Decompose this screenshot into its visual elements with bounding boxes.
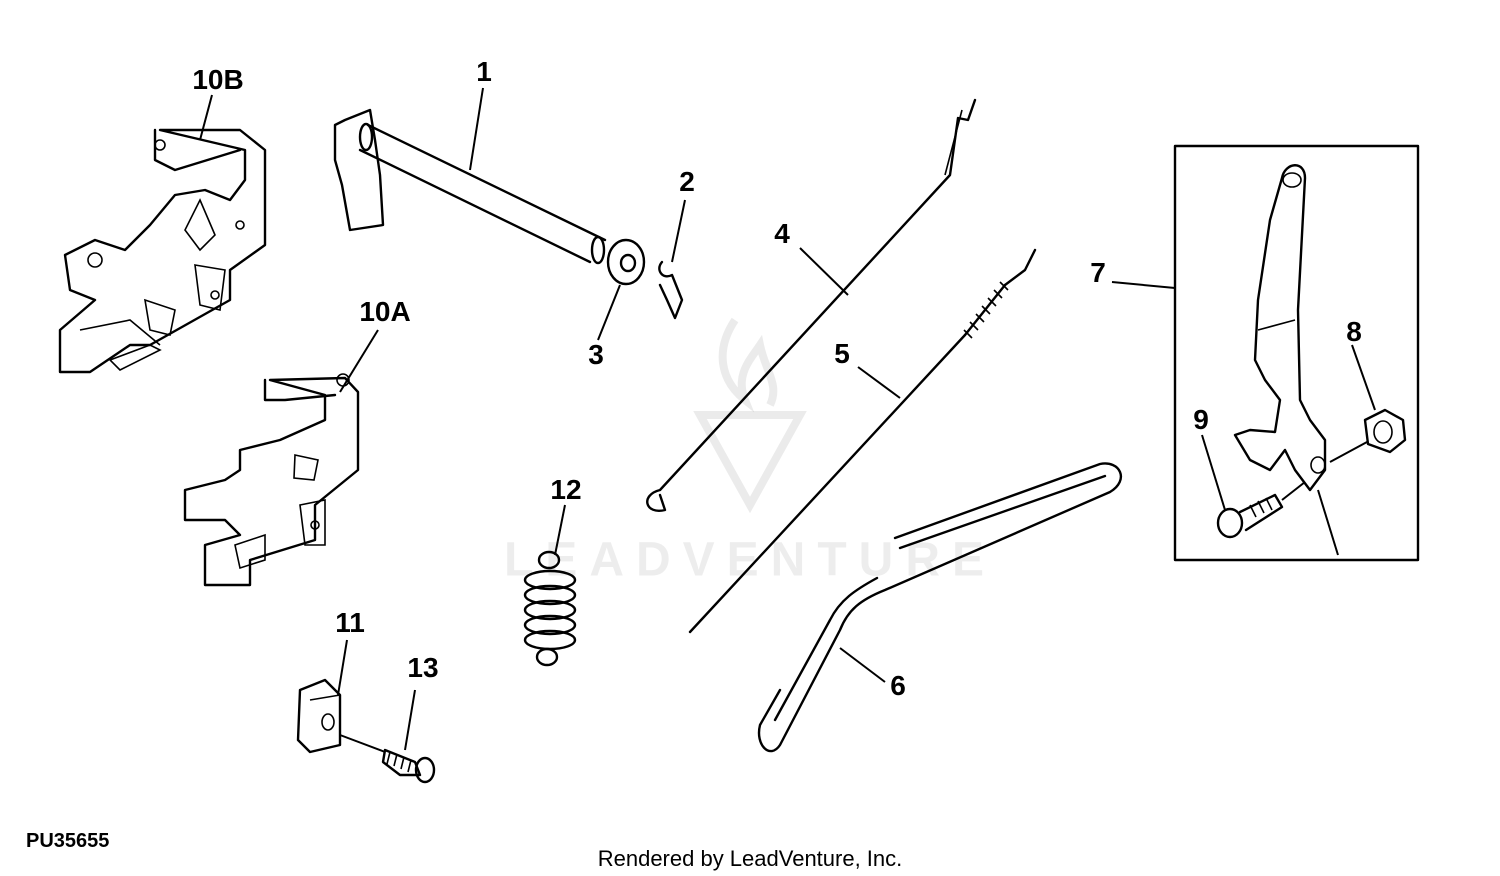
leader-11-13 — [339, 734, 386, 753]
part-10b-bracket — [58, 128, 267, 374]
leader-2 — [671, 199, 686, 263]
leader-8 — [1351, 344, 1376, 411]
leader-4 — [799, 247, 849, 296]
leader-13 — [404, 689, 416, 751]
callout-4: 4 — [774, 218, 790, 249]
leader-3 — [597, 284, 621, 341]
callout-11: 11 — [335, 607, 365, 638]
leader-9-b — [1281, 481, 1306, 501]
part-3-washer — [606, 238, 646, 286]
leader-6 — [839, 647, 886, 683]
leader-9 — [1201, 434, 1226, 511]
callout-5: 5 — [834, 338, 850, 369]
leader-1 — [469, 87, 484, 171]
leader-12 — [554, 504, 566, 556]
watermark-logo-icon — [693, 317, 807, 514]
callout-8: 8 — [1346, 316, 1362, 347]
leader-7 — [1111, 281, 1176, 289]
part-9-bolt — [1216, 493, 1284, 539]
figure-id: PU35655 — [26, 830, 110, 852]
leader-11 — [337, 639, 348, 696]
part-5-cable — [688, 248, 1037, 634]
callout-7: 7 — [1090, 257, 1106, 288]
part-13-screw — [381, 748, 436, 784]
leader-8-b — [1329, 441, 1368, 463]
part-8-nut — [1363, 408, 1407, 454]
leader-10a — [339, 329, 379, 393]
part-4-rod — [646, 98, 977, 512]
callout-12: 12 — [550, 474, 582, 505]
part-7-lever-arm — [1233, 164, 1327, 492]
part-6-bent-rod — [757, 462, 1122, 753]
callout-1: 1 — [476, 56, 492, 87]
part-12-spring — [523, 550, 577, 667]
callout-2: 2 — [679, 166, 695, 197]
part-10a-bracket — [183, 373, 360, 587]
callout-10b: 10B — [192, 64, 244, 95]
leader-10b — [199, 94, 213, 141]
credit-text: Rendered by LeadVenture, Inc. — [597, 846, 903, 871]
callout-10a: 10A — [359, 296, 411, 327]
leader-7-lower — [1317, 489, 1339, 556]
callout-9: 9 — [1193, 404, 1209, 435]
part-7-frame — [1173, 144, 1420, 562]
watermark-text: LEADVENTURE — [503, 533, 997, 587]
part-1-shaft — [333, 108, 607, 265]
leader-5 — [857, 366, 901, 399]
callout-6: 6 — [890, 670, 906, 701]
callout-3: 3 — [588, 339, 604, 370]
callout-13: 13 — [407, 652, 439, 683]
part-11-clip — [296, 678, 342, 754]
part-2-cotter-pin — [658, 260, 684, 320]
